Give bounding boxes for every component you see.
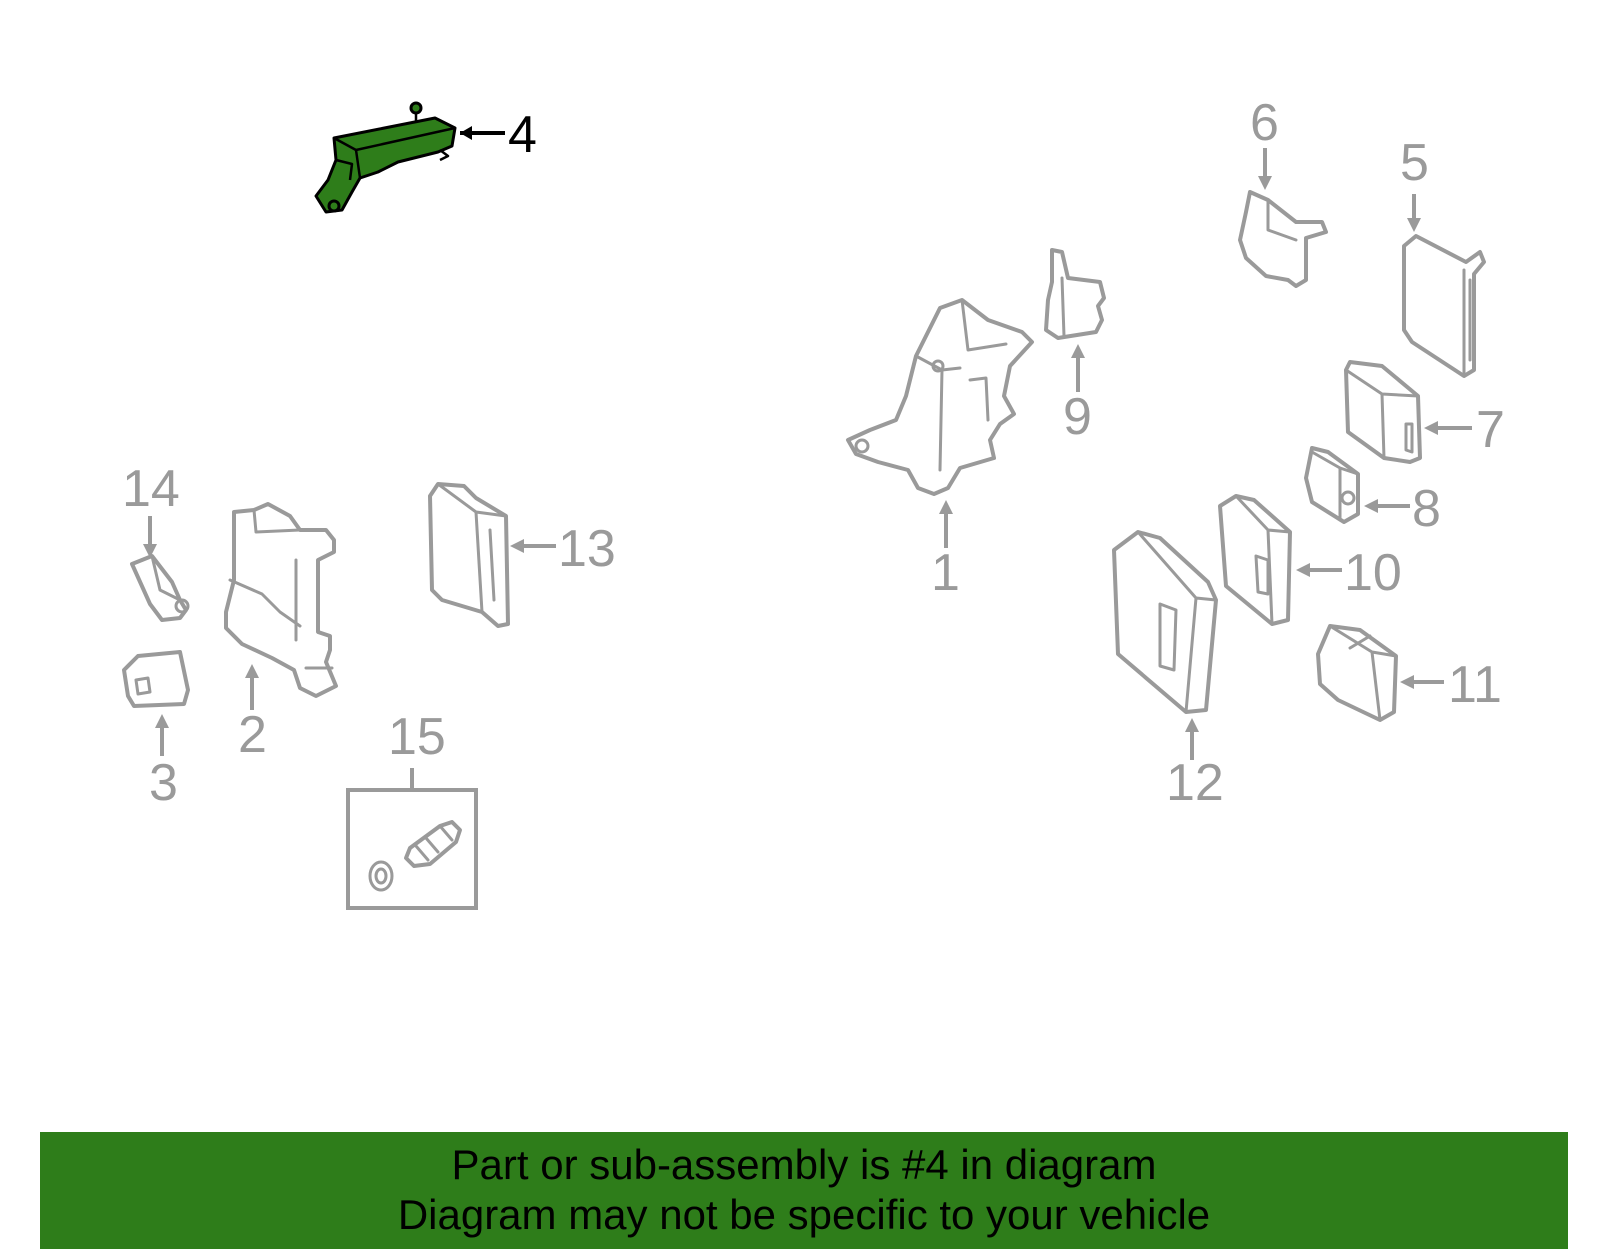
arrowhead-10 bbox=[1296, 563, 1310, 577]
callout-4[interactable]: 4 bbox=[508, 106, 537, 164]
part-14[interactable] bbox=[130, 554, 190, 622]
arrowhead-3 bbox=[155, 714, 169, 728]
part-8[interactable] bbox=[1304, 446, 1360, 524]
part-3[interactable] bbox=[122, 650, 190, 708]
arrowhead-7 bbox=[1424, 421, 1438, 435]
callout-3[interactable]: 3 bbox=[149, 754, 178, 812]
callout-9[interactable]: 9 bbox=[1063, 388, 1092, 446]
callout-11[interactable]: 11 bbox=[1448, 656, 1502, 714]
callout-8[interactable]: 8 bbox=[1412, 480, 1441, 538]
callout-1[interactable]: 1 bbox=[931, 544, 960, 602]
callout-2[interactable]: 2 bbox=[238, 706, 267, 764]
banner-line-1: Part or sub-assembly is #4 in diagram bbox=[451, 1141, 1157, 1188]
part-10[interactable] bbox=[1218, 494, 1292, 626]
arrowhead-2 bbox=[245, 664, 259, 678]
arrowhead-12 bbox=[1185, 718, 1199, 732]
callout-12[interactable]: 12 bbox=[1166, 754, 1224, 812]
callout-14[interactable]: 14 bbox=[122, 460, 180, 518]
callout-15[interactable]: 15 bbox=[388, 708, 446, 766]
part-7[interactable] bbox=[1344, 360, 1422, 464]
part-15-bolt[interactable] bbox=[368, 820, 462, 892]
arrowhead-4 bbox=[460, 126, 472, 140]
part-1[interactable] bbox=[846, 298, 1034, 496]
arrowhead-14 bbox=[143, 544, 157, 558]
arrowhead-6 bbox=[1258, 176, 1272, 190]
arrowhead-13 bbox=[510, 539, 524, 553]
info-banner: Part or sub-assembly is #4 in diagram Di… bbox=[40, 1132, 1568, 1249]
callout-13[interactable]: 13 bbox=[558, 520, 616, 578]
callout-6[interactable]: 6 bbox=[1250, 94, 1279, 152]
part-12[interactable] bbox=[1112, 530, 1218, 714]
part-5[interactable] bbox=[1402, 234, 1486, 378]
part-13[interactable] bbox=[428, 482, 510, 628]
part-11[interactable] bbox=[1316, 624, 1398, 722]
banner-background bbox=[40, 1132, 1568, 1249]
arrowhead-5 bbox=[1407, 218, 1421, 232]
part-4-highlighted[interactable] bbox=[314, 101, 457, 214]
arrowhead-1 bbox=[939, 500, 953, 514]
part-6[interactable] bbox=[1238, 190, 1328, 288]
arrowhead-9 bbox=[1071, 344, 1085, 358]
arrowhead-8 bbox=[1364, 499, 1378, 513]
callout-7[interactable]: 7 bbox=[1476, 401, 1505, 459]
callout-10[interactable]: 10 bbox=[1344, 544, 1402, 602]
part-2[interactable] bbox=[224, 502, 338, 698]
part-9[interactable] bbox=[1044, 248, 1106, 340]
arrowhead-11 bbox=[1400, 675, 1414, 689]
banner-line-2: Diagram may not be specific to your vehi… bbox=[397, 1191, 1211, 1238]
callout-5[interactable]: 5 bbox=[1400, 134, 1429, 192]
